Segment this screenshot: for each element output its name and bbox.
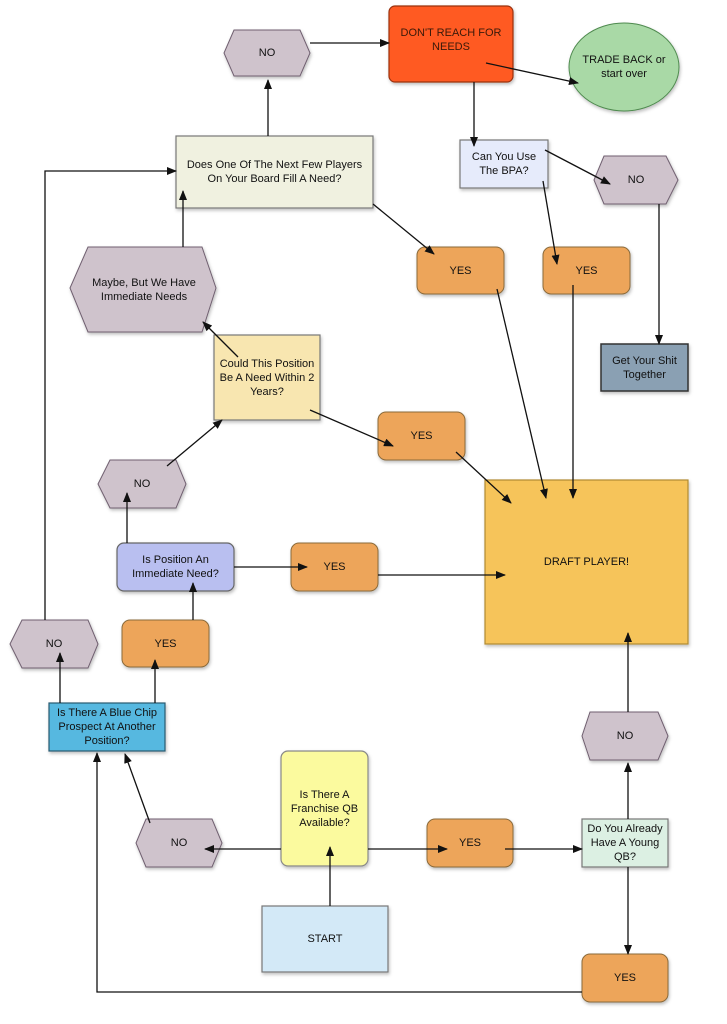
young-qb-shape (581, 818, 669, 868)
yes-could-shape (377, 411, 466, 461)
no-could-shape (97, 459, 187, 509)
arrow-bpa-to-yes (542, 180, 560, 265)
draft-player-shape (484, 479, 689, 645)
start-shape (261, 905, 389, 973)
no-bpa-shape (593, 155, 679, 205)
arrow-no-bluechip-to-nextfew (44, 167, 177, 620)
no-franchise-shape (135, 818, 223, 868)
franchise-qb-shape (280, 750, 369, 867)
arrow-dontreach-to-trade (485, 62, 579, 85)
arrow-nextfew-to-yes (372, 203, 435, 255)
yes-bpa-shape (542, 246, 631, 295)
yes-bluechip-shape (121, 619, 210, 668)
no-young-shape (581, 711, 669, 761)
could-need-shape (213, 334, 321, 421)
arrow-no-to-could (166, 419, 223, 467)
yes-young-shape (581, 953, 669, 1003)
get-together-shape (600, 343, 689, 392)
arrow-no-franchise-to-bluechip (124, 753, 151, 824)
arrow-bpa-to-no (544, 149, 611, 185)
dont-reach-shape (388, 5, 514, 83)
arrow-could-to-yes (309, 409, 394, 447)
yes-next-shape (416, 246, 505, 295)
no-top-shape (223, 29, 311, 77)
no-bluechip-shape (9, 619, 99, 669)
blue-chip-shape (48, 702, 166, 752)
immediate-need-shape (116, 542, 235, 592)
arrow-could-to-maybe (202, 321, 239, 358)
next-few-shape (175, 135, 374, 209)
arrow-yes-next-to-draft (496, 288, 548, 499)
trade-back-shape (568, 22, 680, 112)
arrow-yes-young-to-bluechip (93, 752, 582, 993)
use-bpa-shape (459, 139, 549, 189)
yes-franchise-shape (426, 818, 514, 868)
arrow-yes-could-to-draft (455, 451, 512, 504)
maybe-shape (69, 246, 217, 333)
